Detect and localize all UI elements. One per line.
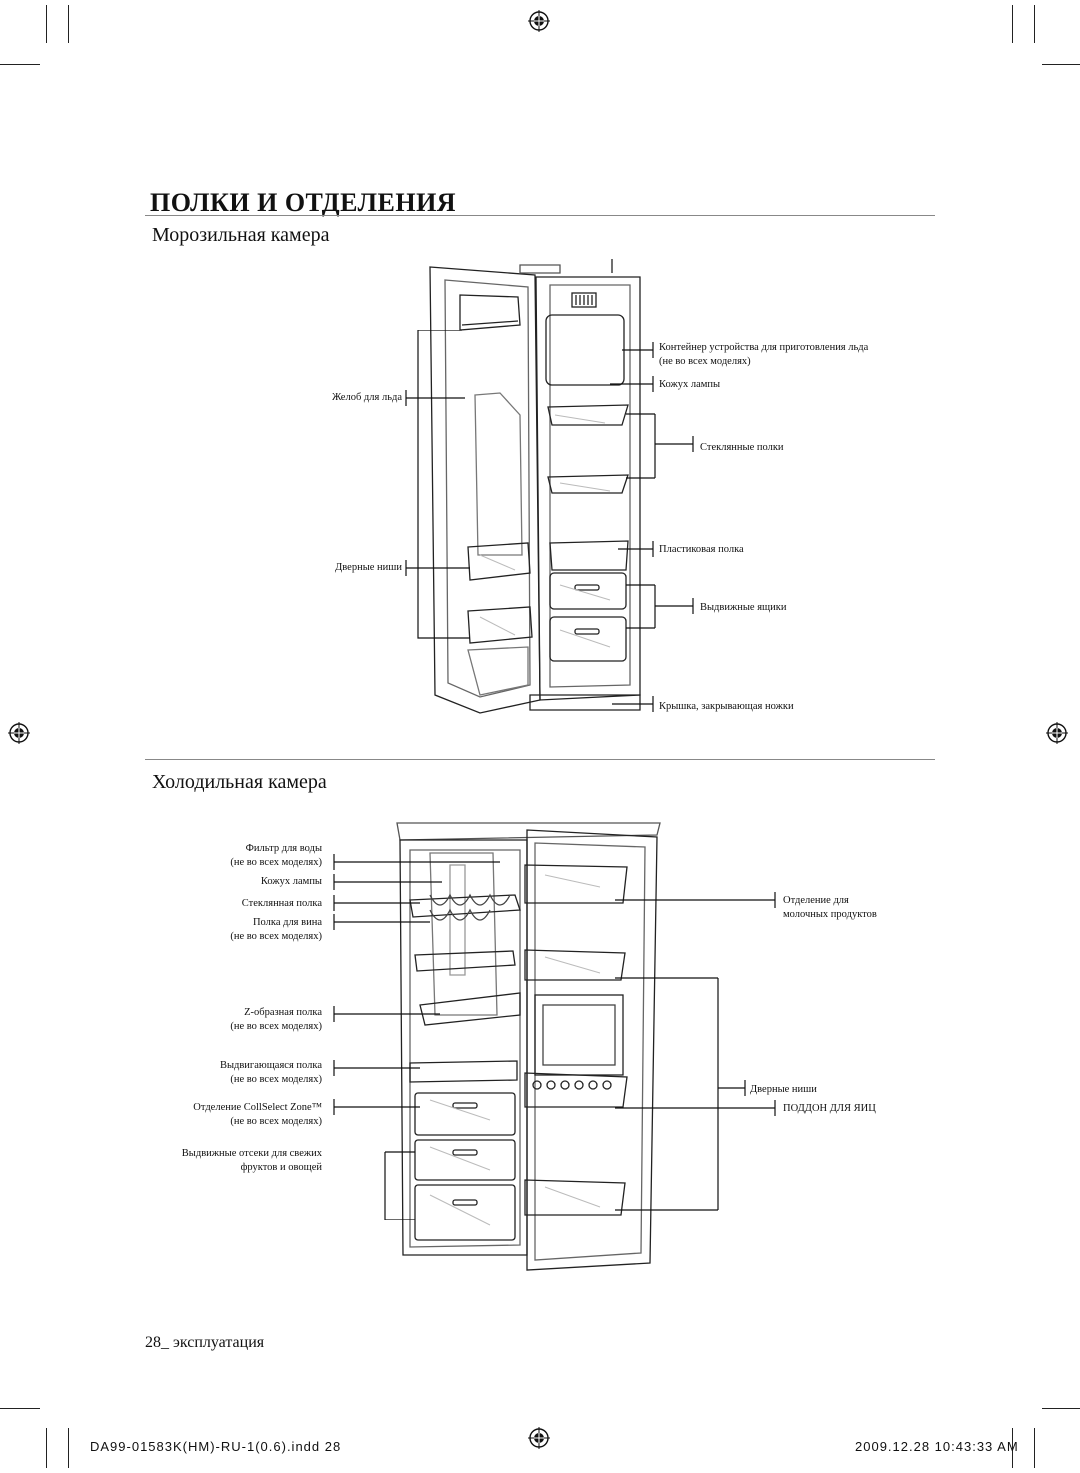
- fridge-illustration: [396, 822, 661, 1271]
- slide-shelf-note: (не во всех моделях): [230, 1074, 322, 1085]
- freezer-door-bins-label: Дверные ниши: [335, 562, 402, 573]
- dairy-label: Отделение для: [783, 895, 849, 906]
- dairy-label-2: молочных продуктов: [783, 909, 877, 920]
- egg-tray-label: ПОДДОН ДЛЯ ЯИЦ: [783, 1103, 876, 1114]
- water-filter-label: Фильтр для воды: [245, 843, 322, 854]
- ice-maker-note: (не во всех моделях): [659, 356, 751, 367]
- page-number: 28_: [145, 1334, 169, 1351]
- wine-shelf-label: Полка для вина: [252, 917, 322, 928]
- glass-shelf-label: Стеклянная полка: [241, 898, 322, 909]
- drawers-label: Выдвижные ящики: [700, 602, 787, 613]
- freezer-heading: Морозильная камера: [152, 224, 330, 246]
- glass-shelves-label: Стеклянные полки: [700, 442, 784, 453]
- water-filter-note: (не во всех моделях): [230, 857, 322, 868]
- section-divider: [145, 759, 935, 760]
- title-divider: [145, 215, 935, 216]
- lamp-cover-label: Кожух лампы: [659, 379, 721, 390]
- freezer-leader-lines: [405, 330, 694, 712]
- z-shelf-label: Z-образная полка: [244, 1007, 322, 1018]
- page-footer: 28_ эксплуатация: [145, 1334, 264, 1352]
- leg-cover-label: Крышка, закрывающая ножки: [659, 701, 794, 712]
- crispers-label: Выдвижные отсеки для свежих: [181, 1148, 322, 1159]
- fridge-leader-lines: [333, 854, 776, 1220]
- plastic-shelf-label: Пластиковая полка: [659, 544, 744, 555]
- fridge-lamp-cover-label: Кожух лампы: [260, 876, 322, 887]
- crispers-label-2: фруктов и овощей: [240, 1162, 322, 1173]
- ice-chute-label: Желоб для льда: [331, 392, 402, 403]
- registration-mark-icon: [528, 1427, 550, 1449]
- ice-maker-label: Контейнер устройства для приготовления л…: [659, 342, 869, 353]
- wine-shelf-note: (не во всех моделях): [230, 931, 322, 942]
- coolselect-note: (не во всех моделях): [230, 1116, 322, 1127]
- registration-mark-icon: [8, 722, 30, 744]
- z-shelf-note: (не во всех моделях): [230, 1021, 322, 1032]
- slide-shelf-label: Выдвигающаяся полка: [219, 1060, 322, 1071]
- coolselect-label: Отделение CollSelect Zone™: [193, 1102, 322, 1113]
- fridge-door-bins-label: Дверные ниши: [750, 1084, 817, 1095]
- registration-mark-icon: [528, 10, 550, 32]
- registration-mark-icon: [1046, 722, 1068, 744]
- slug-date: 2009.12.28 10:43:33 AM: [855, 1439, 1019, 1454]
- slug-file: DA99-01583K(HM)-RU-1(0.6).indd 28: [90, 1439, 342, 1454]
- fridge-heading: Холодильная камера: [152, 771, 327, 793]
- page-section: эксплуатация: [173, 1334, 265, 1351]
- page-title: ПОЛКИ И ОТДЕЛЕНИЯ: [150, 188, 457, 217]
- freezer-illustration: [429, 259, 641, 714]
